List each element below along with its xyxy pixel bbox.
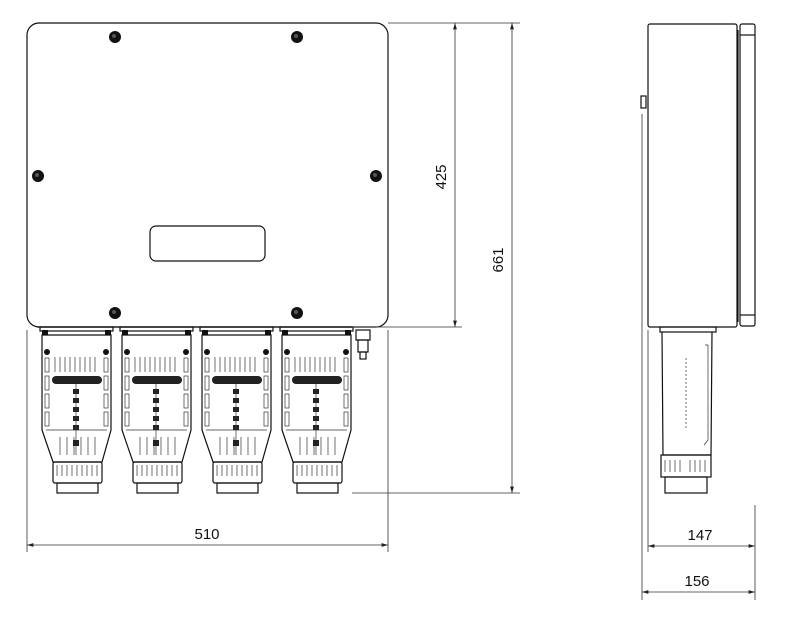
connector-module	[199, 326, 274, 494]
connector-tip	[56, 482, 99, 494]
brand-label	[292, 376, 342, 384]
dimension-label-510: 510	[194, 526, 219, 543]
dimension-label-156: 156	[684, 573, 709, 590]
locking-collar	[52, 461, 103, 484]
locking-collar	[212, 461, 263, 484]
connector-module	[279, 326, 354, 494]
connector-tip	[296, 482, 339, 494]
cable-gland	[355, 329, 371, 360]
connector-tip	[136, 482, 179, 494]
dimension-label-425: 425	[433, 164, 450, 189]
front-view	[26, 22, 389, 494]
connector-tip	[216, 482, 259, 494]
connector-module	[119, 326, 194, 494]
enclosure-front	[26, 22, 389, 328]
enclosure-side	[647, 23, 738, 328]
mounting-bracket	[640, 95, 647, 109]
side-dimensions: 147 156	[642, 330, 756, 600]
connector-module-side	[659, 326, 717, 494]
front-cover-side	[739, 23, 756, 327]
locking-collar	[132, 461, 183, 484]
side-view	[640, 23, 756, 600]
dimension-label-147: 147	[687, 527, 712, 544]
display-window	[149, 225, 266, 262]
locking-collar	[292, 461, 343, 484]
brand-label	[52, 376, 102, 384]
brand-label	[212, 376, 262, 384]
bolts	[32, 31, 382, 319]
front-dimensions: 425 661 510	[26, 22, 520, 552]
connector-module	[39, 326, 114, 494]
dimension-label-661: 661	[490, 247, 507, 272]
connector-modules	[39, 326, 354, 494]
brand-label	[132, 376, 182, 384]
